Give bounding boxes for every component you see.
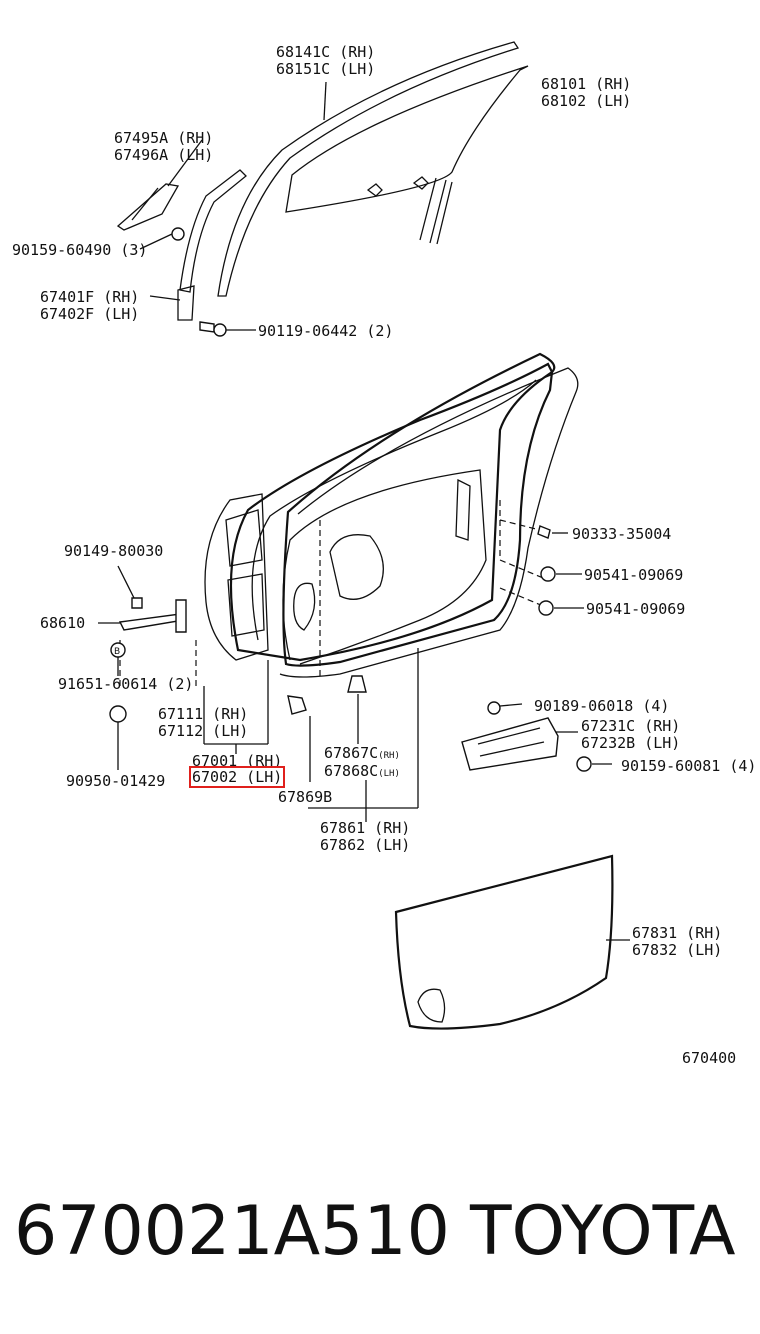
door-glass-label-rh: 68101 (RH)	[541, 75, 632, 93]
hinge-plug-label: 90950-01429	[66, 772, 166, 790]
bracket-screw-label: 90189-06018 (4)	[534, 697, 670, 715]
corner-screw-label: 90159-60490 (3)	[12, 241, 148, 259]
channel-bolt-label: 90119-06442 (2)	[258, 322, 394, 340]
weatherstrip-label-lh: 67862 (LH)	[320, 836, 411, 854]
diagram-id: 670400	[682, 1049, 737, 1067]
rear-channel-shape	[179, 169, 247, 293]
corner-piece-shape	[116, 183, 180, 231]
clip-b-label: 67869B	[278, 788, 333, 806]
frame-moulding-label-lh: 68151C (LH)	[276, 60, 376, 78]
trim-board-shape	[394, 854, 614, 1030]
door-panel-label-rh: 67001 (RH)	[192, 752, 283, 770]
svg-text:B: B	[114, 647, 120, 657]
rear-channel-label-lh: 67402F (LH)	[40, 305, 140, 323]
trim-board-label-lh: 67832 (LH)	[632, 941, 723, 959]
check-bolt-label: 90149-80030	[64, 542, 164, 560]
rear-channel-label-rh: 67401F (RH)	[40, 288, 140, 306]
cushion-label: 90333-35004	[572, 525, 672, 543]
door-check-shape	[118, 613, 186, 631]
footer-part-number: 670021A510	[14, 1192, 450, 1271]
inner-panel-shape	[204, 493, 269, 661]
check-plug-label: 91651-60614 (2)	[58, 675, 194, 693]
bracket-bolt-label: 90159-60081 (4)	[621, 757, 757, 775]
footer-brand: TOYOTA	[470, 1192, 736, 1271]
weatherstrip-shape	[282, 352, 556, 667]
inner-panel-label-lh: 67112 (LH)	[158, 722, 249, 740]
frame-moulding-label-rh: 68141C (RH)	[276, 43, 376, 61]
door-panel-label-lh-highlighted: 67002 (LH)	[188, 766, 286, 788]
corner-piece-label-rh: 67495A (RH)	[114, 129, 214, 147]
plug-1-label: 90541-09069	[584, 566, 684, 584]
door-glass-shape	[285, 65, 529, 213]
door-panel-shape	[229, 362, 554, 662]
clip-c-label-rh: 67867C(RH)	[324, 744, 400, 762]
bracket-label-lh: 67232B (LH)	[581, 734, 681, 752]
frame-moulding-shape	[217, 41, 520, 297]
bracket-shape	[461, 717, 559, 771]
corner-piece-label-lh: 67496A (LH)	[114, 146, 214, 164]
door-glass-label-lh: 68102 (LH)	[541, 92, 632, 110]
clip-c-label-lh: 67868C(LH)	[324, 762, 400, 780]
inner-panel-label-rh: 67111 (RH)	[158, 705, 249, 723]
plug-2-label: 90541-09069	[586, 600, 686, 618]
door-check-label: 68610	[40, 614, 86, 632]
bracket-label-rh: 67231C (RH)	[581, 717, 681, 735]
weatherstrip-label-rh: 67861 (RH)	[320, 819, 411, 837]
trim-board-label-rh: 67831 (RH)	[632, 924, 723, 942]
